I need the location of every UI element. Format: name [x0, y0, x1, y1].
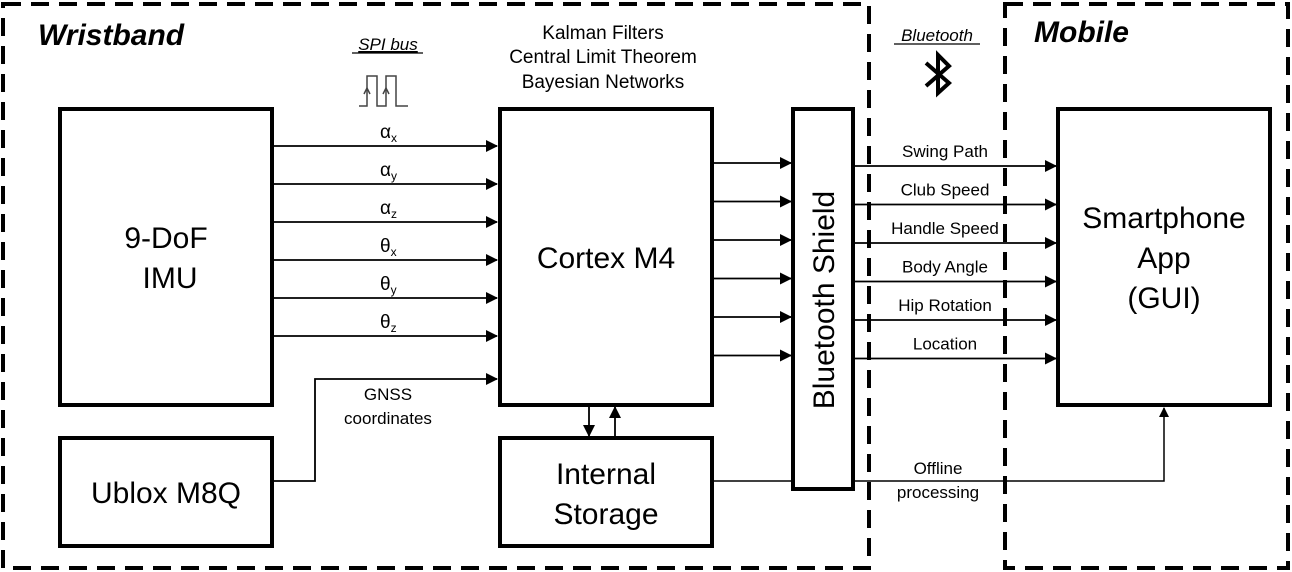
- bluetooth-icon: [924, 50, 953, 98]
- app-label-line2: App: [1137, 242, 1190, 275]
- mcu-label: Cortex M4: [537, 242, 675, 275]
- imu-block: [58, 107, 274, 407]
- imu-signal-label: αy: [380, 160, 397, 183]
- wristband-title: Wristband: [38, 19, 185, 52]
- mobile-region: [1003, 2, 1290, 570]
- imu-signal-group: αx αy αz θx θy θz: [272, 122, 498, 342]
- algorithm-clt: Central Limit Theorem: [509, 47, 697, 68]
- app-label-line1: Smartphone: [1082, 202, 1245, 235]
- bt-shield-block: [791, 107, 855, 491]
- algorithm-kalman: Kalman Filters: [542, 23, 663, 44]
- gnss-module-block: [58, 436, 274, 548]
- output-label: Handle Speed: [891, 219, 999, 238]
- output-label: Location: [913, 335, 977, 354]
- gnss-connection-line: [272, 373, 498, 482]
- output-label: Club Speed: [901, 181, 990, 200]
- output-label: Body Angle: [902, 258, 988, 277]
- offline-processing-line: [853, 407, 1169, 482]
- output-label: Hip Rotation: [898, 296, 992, 315]
- storage-label-line1: Internal: [556, 458, 656, 491]
- offline-label-line2: processing: [897, 483, 979, 502]
- imu-signal-label: θz: [380, 312, 397, 335]
- gnss-label-line1: GNSS: [364, 385, 412, 404]
- gnss-module-label: Ublox M8Q: [91, 477, 241, 510]
- algorithm-bayesian: Bayesian Networks: [522, 72, 685, 93]
- offline-label-line1: Offline: [914, 459, 963, 478]
- storage-block: [498, 436, 714, 548]
- imu-signal-label: θy: [380, 274, 397, 297]
- imu-label-line1: 9-DoF: [124, 222, 207, 255]
- output-label: Swing Path: [902, 142, 988, 161]
- gnss-label-line2: coordinates: [344, 409, 432, 428]
- bluetooth-link-label: Bluetooth: [901, 26, 973, 45]
- mcu-block: [498, 107, 714, 407]
- imu-label-line2: IMU: [143, 262, 198, 295]
- imu-signal-label: θx: [380, 236, 397, 259]
- spi-bus-label: SPI bus: [358, 35, 418, 54]
- bt-shield-label: Bluetooth Shield: [808, 191, 841, 410]
- imu-signal-label: αx: [380, 122, 397, 145]
- wristband-region: [1, 2, 871, 570]
- mobile-title: Mobile: [1034, 16, 1129, 49]
- app-block: [1056, 107, 1272, 407]
- square-wave-icon: [359, 75, 408, 107]
- app-label-line3: (GUI): [1127, 282, 1200, 315]
- imu-signal-label: αz: [380, 198, 397, 221]
- storage-label-line2: Storage: [553, 498, 658, 531]
- mcu-to-bt-arrow-group: [712, 157, 792, 362]
